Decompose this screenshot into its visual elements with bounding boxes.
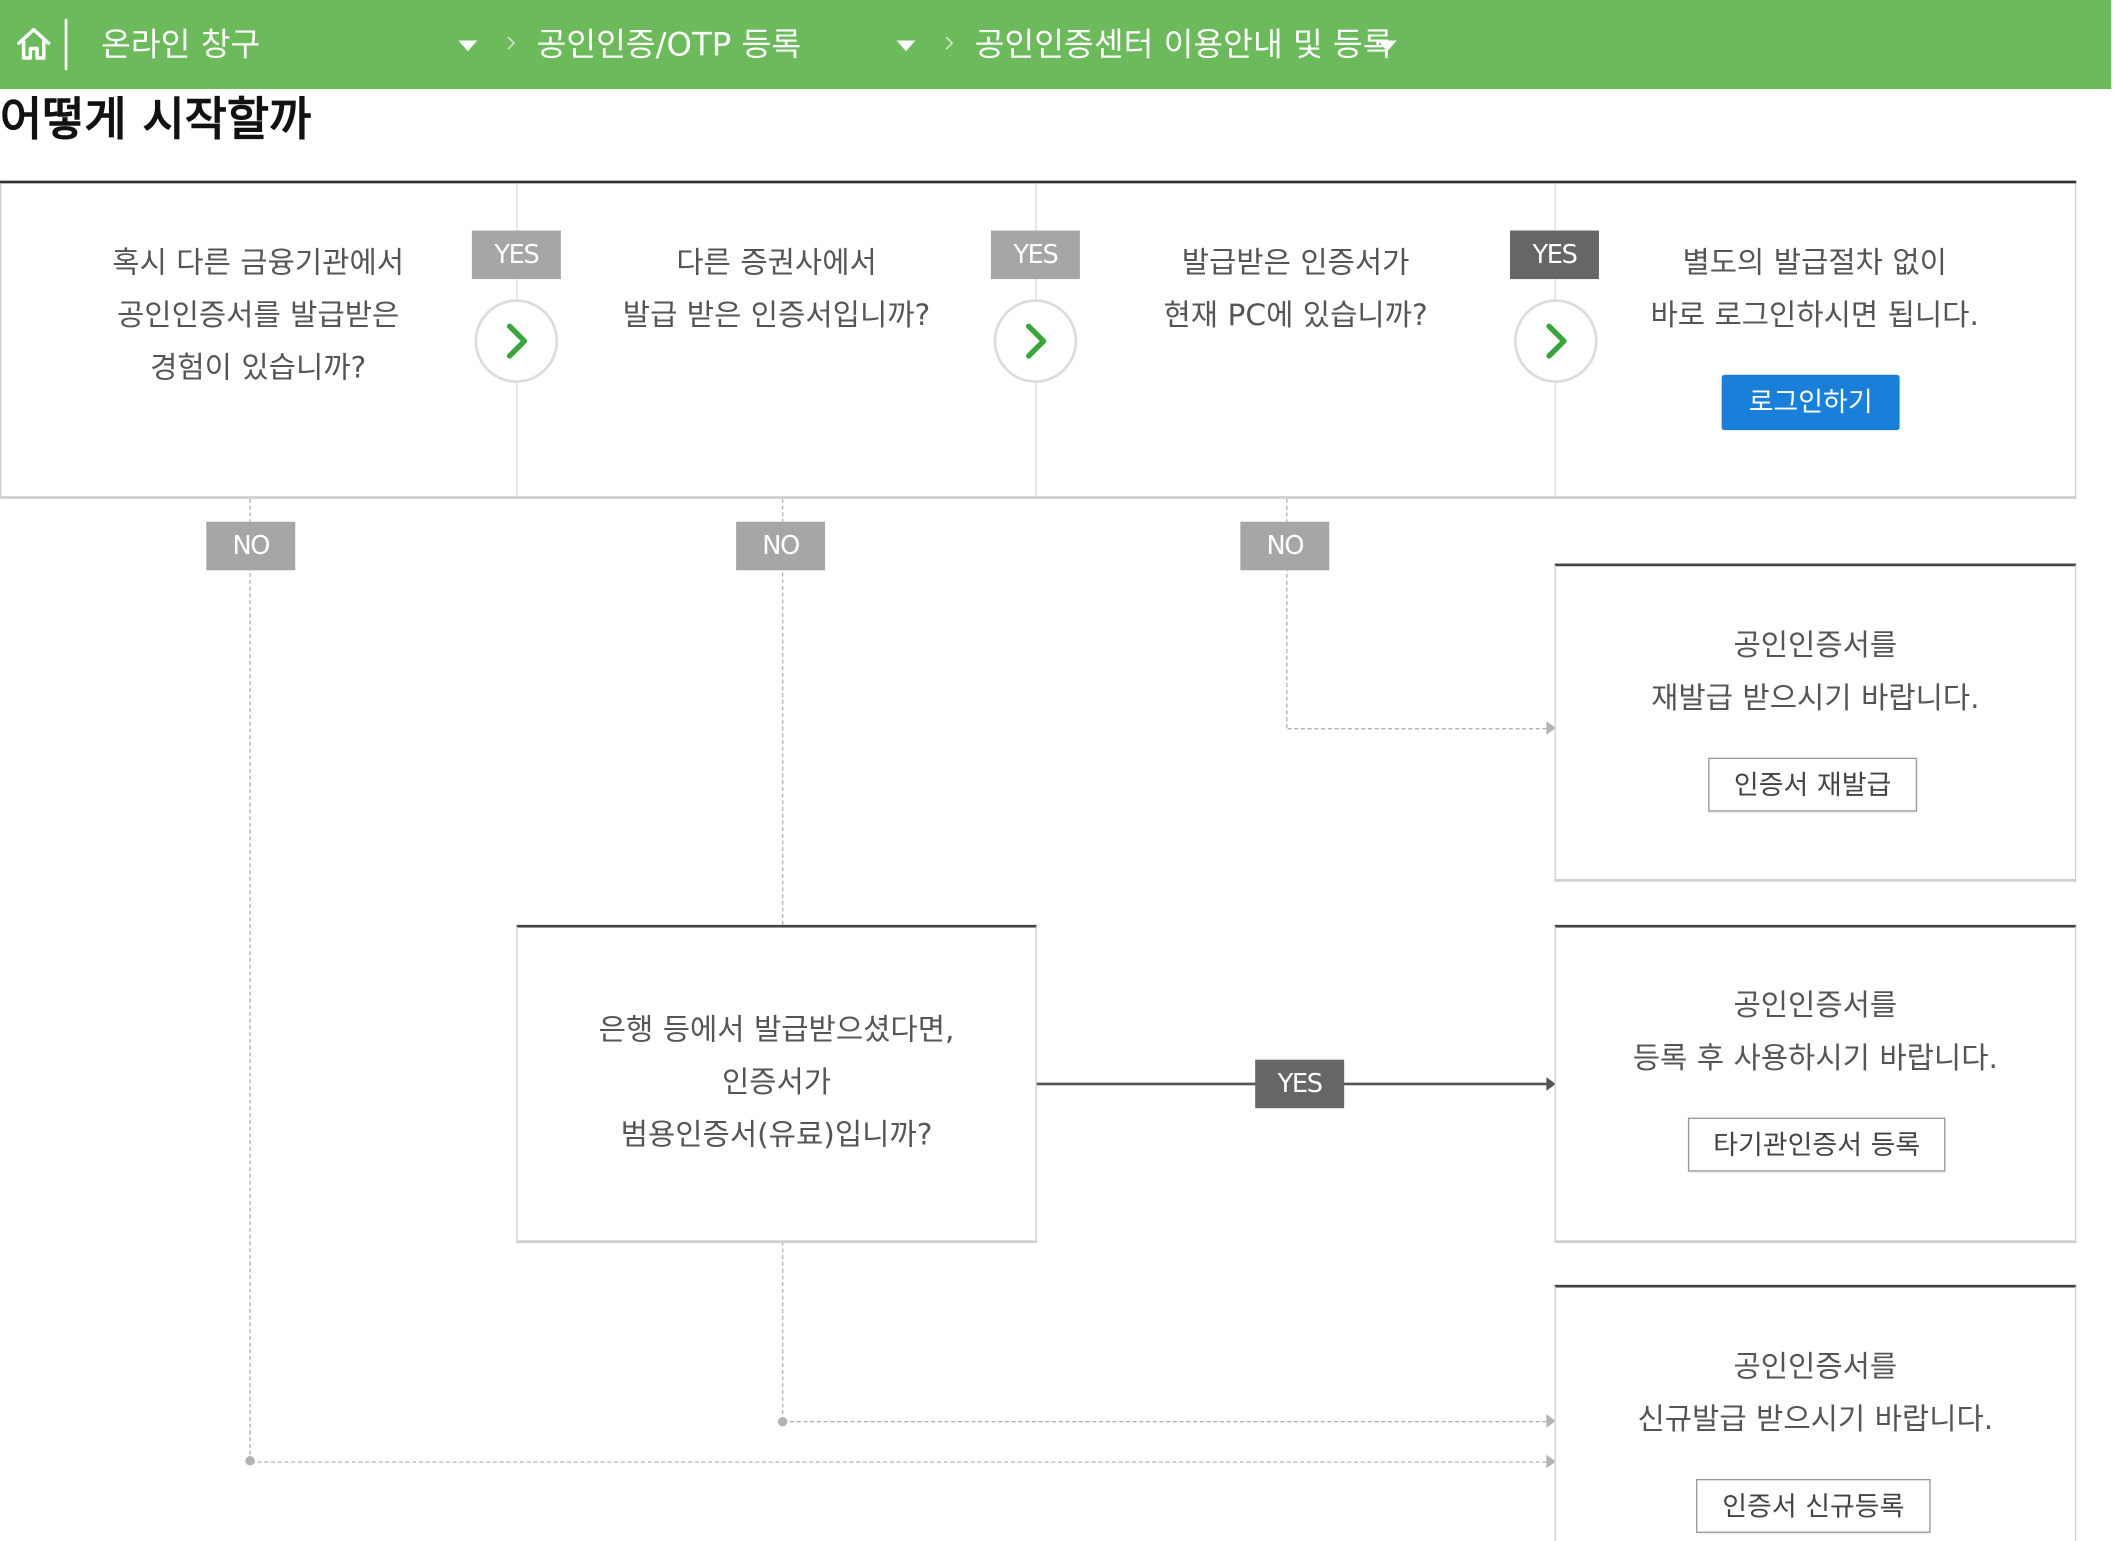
connector-dot	[777, 1416, 788, 1427]
login-button[interactable]: 로그인하기	[1721, 374, 1900, 431]
breadcrumb: 온라인 창구 공인인증/OTP 등록 공인인증센터 이용안내 및 등록	[0, 0, 2112, 89]
yes-tag: YES	[471, 230, 561, 280]
next-arrow	[474, 299, 559, 383]
arrowhead	[1546, 721, 1556, 735]
breadcrumb-item-cert-center[interactable]: 공인인증센터 이용안내 및 등록	[974, 25, 1393, 64]
connector-line	[250, 1461, 1547, 1463]
chevron-down-icon[interactable]	[1377, 40, 1397, 52]
chevron-down-icon[interactable]	[896, 40, 916, 52]
connector-line	[249, 498, 251, 1462]
breadcrumb-item-online-counter[interactable]: 온라인 창구	[101, 25, 261, 64]
chevron-right-icon	[506, 323, 528, 359]
chevron-right-icon	[507, 36, 516, 50]
middle-question-box	[516, 924, 1037, 1244]
no-tag: NO	[206, 521, 296, 571]
breadcrumb-item-cert-otp[interactable]: 공인인증/OTP 등록	[536, 25, 802, 64]
arrowhead	[1546, 1414, 1556, 1428]
outcome-register-box	[1554, 924, 2077, 1244]
register-other-cert-button[interactable]: 타기관인증서 등록	[1687, 1117, 1946, 1172]
arrowhead	[1546, 1454, 1556, 1469]
frame-top-rule	[0, 180, 2077, 184]
breadcrumb-divider	[64, 18, 68, 71]
outcome-new-text: 공인인증서를 신규발급 받으시기 바랍니다.	[1637, 1350, 1994, 1438]
outcome-reissue-box	[1554, 563, 2077, 882]
arrowhead	[1546, 1077, 1556, 1091]
chevron-right-icon	[1025, 323, 1047, 359]
new-cert-button[interactable]: 인증서 신규등록	[1696, 1478, 1931, 1533]
final-message: 별도의 발급절차 없이 바로 로그인하시면 됩니다.	[1650, 246, 1979, 334]
yes-tag: YES	[1509, 230, 1599, 280]
no-tag: NO	[736, 521, 826, 571]
question-2: 다른 증권사에서 발급 받은 인증서입니까?	[622, 246, 931, 334]
question-row	[0, 183, 2077, 499]
connector-line	[781, 498, 784, 925]
outcome-register-text: 공인인증서를 등록 후 사용하시기 바랍니다.	[1632, 989, 1998, 1076]
chevron-right-icon	[945, 36, 954, 50]
question-3: 발급받은 인증서가 현재 PC에 있습니까?	[1163, 246, 1428, 334]
question-1: 혹시 다른 금융기관에서 공인인증서를 발급받은 경험이 있습니까?	[112, 246, 405, 386]
connector-dot	[245, 1456, 255, 1466]
middle-question: 은행 등에서 발급받으셨다면, 인증서가 범용인증서(유료)입니까?	[598, 1013, 955, 1153]
chevron-right-icon	[1546, 323, 1567, 359]
connector-line	[1287, 728, 1547, 730]
next-arrow	[1514, 299, 1598, 383]
connector-line	[781, 1241, 784, 1422]
page-title: 어떻게 시작할까	[0, 93, 312, 147]
yes-tag: YES	[990, 230, 1080, 280]
yes-tag: YES	[1255, 1059, 1345, 1109]
outcome-reissue-text: 공인인증서를 재발급 받으시기 바랍니다.	[1651, 629, 1980, 716]
next-arrow	[993, 299, 1078, 383]
reissue-cert-button[interactable]: 인증서 재발급	[1708, 757, 1918, 812]
chevron-down-icon[interactable]	[458, 40, 478, 52]
no-tag: NO	[1240, 521, 1330, 571]
connector-line	[783, 1421, 1547, 1423]
connector-line	[1286, 498, 1288, 729]
home-icon[interactable]	[13, 23, 53, 66]
